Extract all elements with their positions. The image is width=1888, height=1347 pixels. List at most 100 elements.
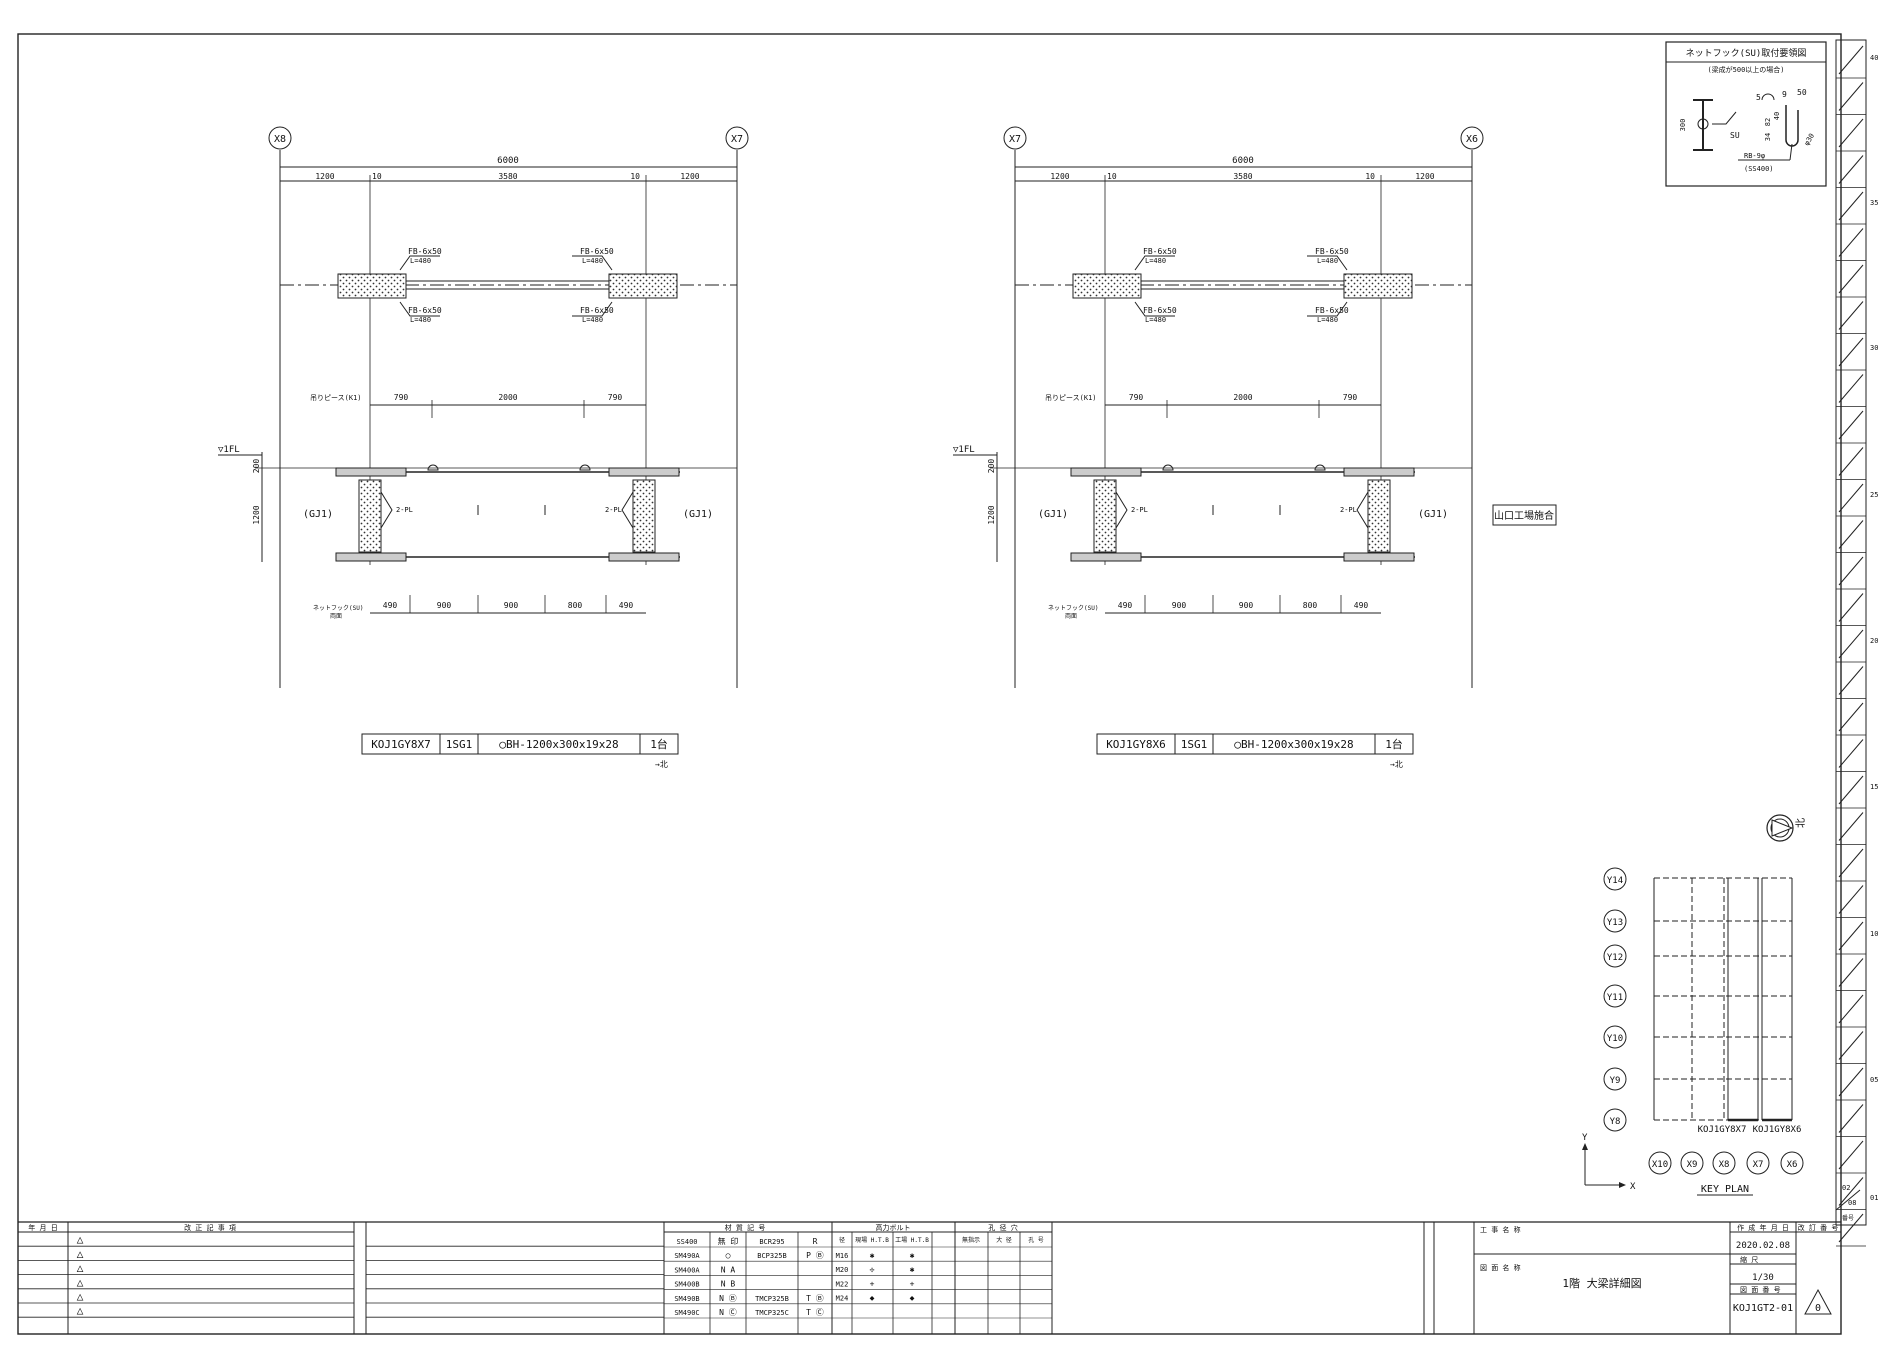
detail-dim: 34	[1764, 133, 1772, 141]
level-mark: ▽1FL	[218, 445, 240, 455]
date-label: 作 成 年 月 日	[1737, 1223, 1789, 1232]
dim-net: 800	[1303, 601, 1318, 610]
bolt-col-header: 現場 H.T.B	[855, 1236, 889, 1244]
material-symbol: N A	[721, 1265, 736, 1274]
side-mark: 25	[1870, 491, 1878, 499]
revision-mark: △	[77, 1290, 84, 1303]
member-mark: 1SG1	[1181, 738, 1208, 751]
key-plan-member-label: KOJ1GY8X6	[1753, 1125, 1802, 1135]
grid-bubble	[725, 126, 749, 150]
fb-label: FB-6x50	[580, 306, 614, 315]
fb-label: FB-6x50	[580, 247, 614, 256]
material-symbol: N Ⓑ	[719, 1294, 737, 1303]
drawing-label: 図 面 名 称	[1480, 1263, 1521, 1272]
dim-seg: 10	[1365, 172, 1375, 181]
material-alt-symbol: T Ⓑ	[806, 1294, 824, 1303]
drawing-name: 1階 大梁詳細図	[1562, 1276, 1641, 1290]
gj-label: (GJ1)	[1038, 509, 1068, 520]
material-grade: SM400A	[674, 1266, 700, 1274]
dim-vertical: 200	[252, 459, 261, 474]
piece-label: 吊りピース(K1)	[1045, 394, 1097, 402]
detail-dim: 82	[1764, 118, 1772, 126]
detail-subtitle: (梁成が500以上の場合)	[1707, 65, 1784, 74]
member-code: KOJ1GY8X6	[1106, 738, 1166, 751]
material-grade: SM490A	[674, 1252, 700, 1260]
material-grade: SS400	[676, 1238, 697, 1246]
grid-label: X6	[1466, 134, 1478, 145]
gj-label: (GJ1)	[303, 509, 333, 520]
fb-length: L=480	[1145, 316, 1166, 324]
key-plan-col-label: X9	[1687, 1160, 1698, 1170]
detail-dim: 300	[1679, 119, 1687, 132]
drawing-number: KOJ1GT2-01	[1733, 1303, 1793, 1314]
bolt-size: M22	[836, 1280, 849, 1288]
key-plan-col-bubble	[1680, 1151, 1704, 1175]
dim-piece: 2000	[1233, 393, 1252, 402]
dim-vertical: 1200	[252, 505, 261, 524]
material-alt-symbol: R	[813, 1237, 818, 1246]
key-plan-col-bubble	[1780, 1151, 1804, 1175]
beam-drawing-right: X7 X6 6000 1200 10 3580 10 1200 FB-6x50 …	[953, 126, 1484, 769]
key-plan-row-label: Y10	[1607, 1034, 1623, 1044]
gj-label: (GJ1)	[683, 509, 713, 520]
grid-label: X7	[731, 134, 743, 145]
key-plan-row-bubble	[1603, 867, 1627, 891]
key-plan-row-bubble	[1603, 1108, 1627, 1132]
side-mark: 40	[1870, 54, 1878, 62]
fb-label: FB-6x50	[408, 306, 442, 315]
dim-vertical: 200	[987, 459, 996, 474]
revision-mark: △	[77, 1262, 84, 1275]
material-alt: BCR295	[759, 1238, 784, 1246]
axis-y-label: Y	[1582, 1133, 1588, 1143]
detail-su: SU	[1730, 131, 1740, 140]
sheet-number: 02	[1842, 1184, 1850, 1192]
fb-label: FB-6x50	[1143, 247, 1177, 256]
number-label: 図 面 番 号	[1740, 1286, 1781, 1294]
factory-note-box	[1492, 504, 1557, 526]
member-table	[361, 733, 679, 755]
key-plan-row-bubble	[1603, 1025, 1627, 1049]
side-hatch-marks	[1836, 45, 1866, 1247]
net-hook-sub: 両面	[330, 613, 342, 620]
key-plan-row-label: Y14	[1607, 876, 1623, 886]
key-plan-member-label: KOJ1GY8X7	[1698, 1125, 1747, 1135]
bolt-site-mark: ✱	[870, 1251, 875, 1260]
bolt-site-mark: ◆	[870, 1294, 875, 1303]
dim-piece: 790	[1343, 393, 1358, 402]
hole-header: 孔 径 穴	[988, 1223, 1017, 1232]
detail-dim: 50	[1797, 88, 1807, 97]
revision-rows: △△△△△△	[18, 1233, 664, 1318]
side-mark: 20	[1870, 637, 1878, 645]
detail-dim: φ30	[1803, 132, 1816, 147]
dim-seg: 1200	[1050, 172, 1069, 181]
side-mark: 30	[1870, 344, 1878, 352]
axis-x-label: X	[1630, 1182, 1636, 1192]
fb-label: FB-6x50	[408, 247, 442, 256]
bolt-site-mark: ✢	[870, 1265, 875, 1274]
fb-length: L=480	[582, 316, 603, 324]
net-hook-detail: ネットフック(SU)取付要領図 (梁成が500以上の場合) 300 SU 5 9…	[1665, 41, 1827, 187]
side-mark: 10	[1870, 930, 1878, 938]
dim-piece: 790	[608, 393, 623, 402]
dim-piece: 790	[1129, 393, 1144, 402]
compass-label: 北	[1795, 818, 1807, 828]
side-mark: 05	[1870, 1076, 1878, 1084]
sheet-border	[17, 33, 1842, 1335]
detail-dim: 40	[1773, 112, 1781, 120]
dim-seg: 3580	[1233, 172, 1252, 181]
beam-drawing-left: X8 X7 6000 1200 10 3580 10 1200 FB-6x50 …	[218, 126, 749, 769]
bolt-col-header: 径	[839, 1236, 845, 1244]
member-qty: 1台	[1385, 737, 1403, 751]
dim-piece: 2000	[498, 393, 517, 402]
detail-dim: 9	[1782, 90, 1787, 99]
fb-label: FB-6x50	[1315, 247, 1349, 256]
fb-length: L=480	[410, 316, 431, 324]
dim-net: 490	[383, 601, 398, 610]
material-grade: SM400B	[674, 1281, 699, 1289]
material-alt: TMCP325C	[755, 1309, 789, 1317]
fb-length: L=480	[1317, 316, 1338, 324]
key-plan-col-bubble	[1712, 1151, 1736, 1175]
dim-net: 900	[1172, 601, 1187, 610]
key-plan-row-label: Y9	[1610, 1076, 1621, 1086]
